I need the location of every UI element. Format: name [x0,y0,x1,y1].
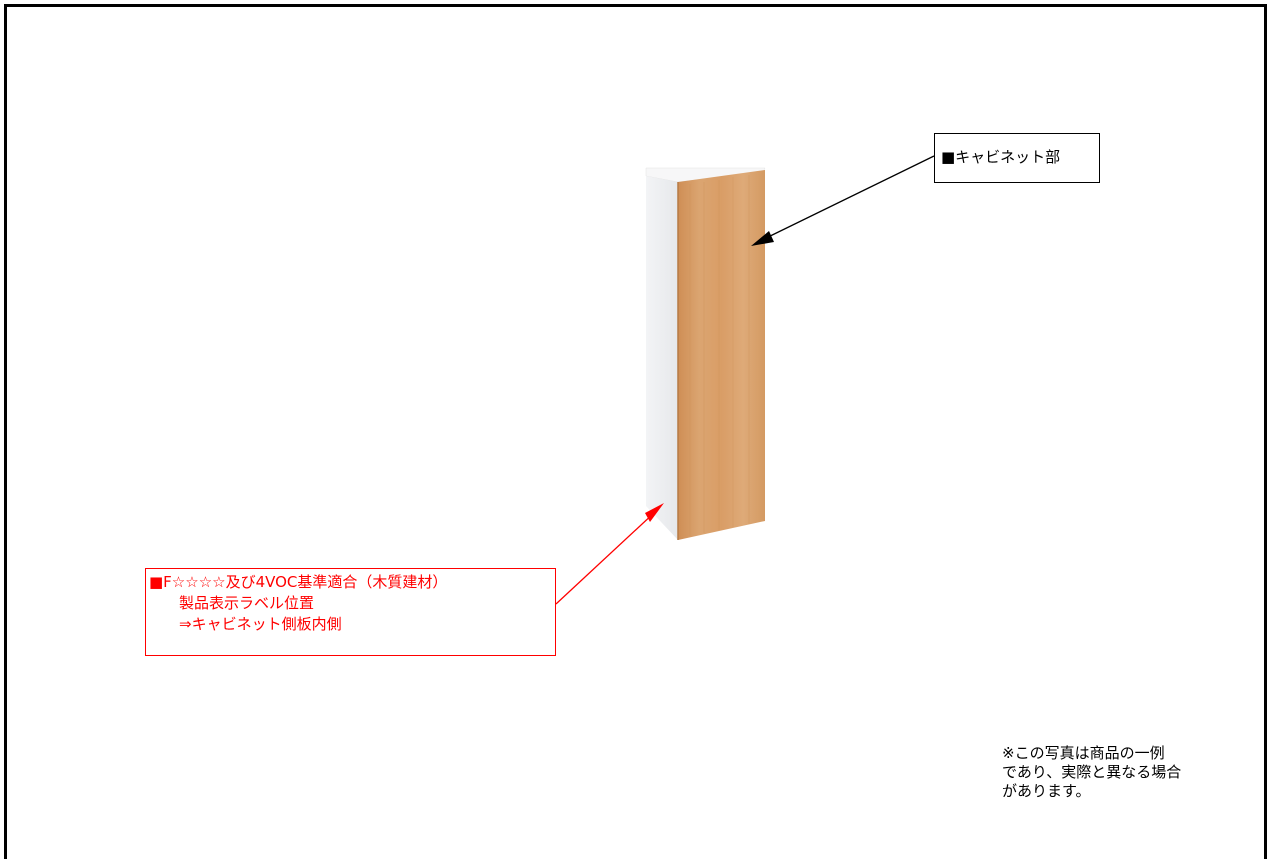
label-callout-line1: ■F☆☆☆☆及び4VOC基準適合（木質建材） [149,573,448,591]
label-callout-line3: ⇒キャビネット側板内側 [179,615,342,633]
label-position-callout: ■F☆☆☆☆及び4VOC基準適合（木質建材） 製品表示ラベル位置 ⇒キャビネット… [145,568,556,656]
cabinet-side-panel [646,176,678,540]
cabinet-callout: ■キャビネット部 [934,133,1100,183]
disclaimer-line1: ※この写真は商品の一例 [1002,744,1165,762]
label-arrow-line [555,511,656,605]
disclaimer-line2: であり、実際と異なる場合 [1002,763,1182,781]
cabinet-door [678,170,765,540]
photo-disclaimer: ※この写真は商品の一例 であり、実際と異なる場合 があります。 [1002,744,1242,801]
cabinet-arrowhead [751,231,774,246]
cabinet-callout-text: ■キャビネット部 [941,148,1061,166]
disclaimer-line3: があります。 [1002,782,1091,800]
label-callout-line2: 製品表示ラベル位置 [179,594,315,612]
cabinet-arrow-line [761,155,935,241]
label-arrowhead [645,503,664,522]
page-frame [4,4,1267,859]
wood-grain [689,175,750,536]
